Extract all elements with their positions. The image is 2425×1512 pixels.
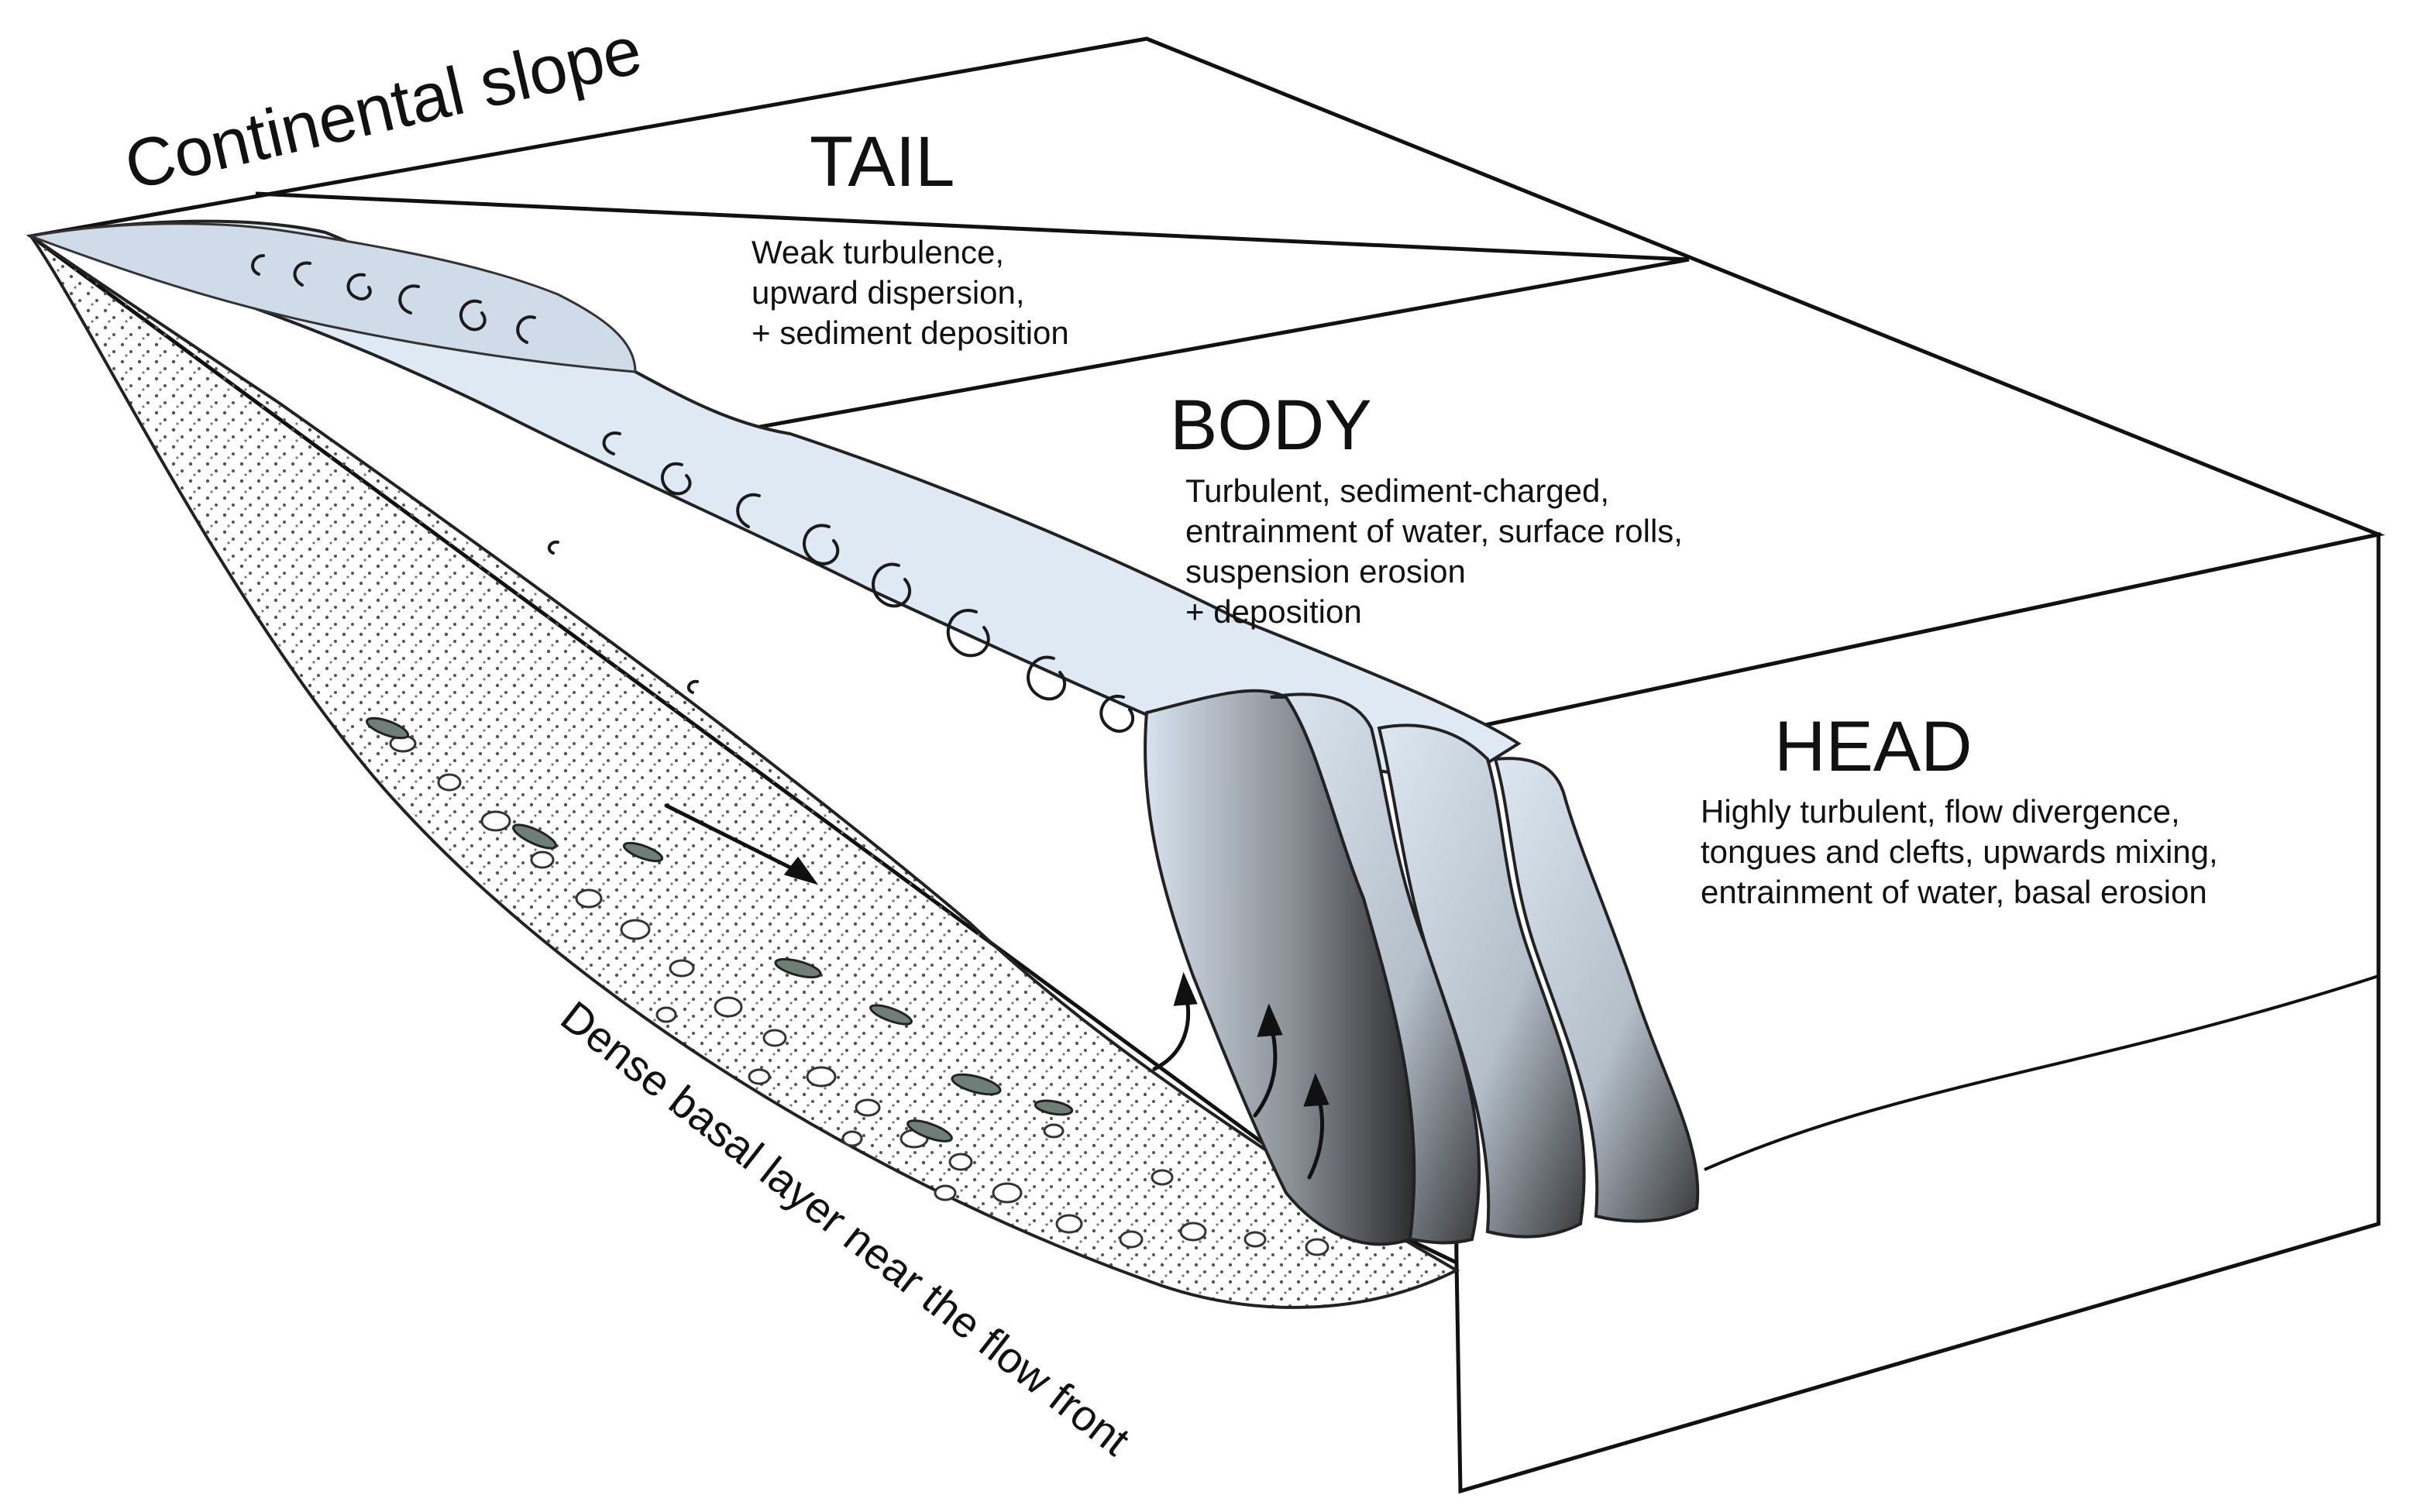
tail-title: TAIL [810,122,955,201]
upward-arrowhead-3 [1303,1073,1329,1107]
body-line-3: suspension erosion [1185,553,1466,589]
flow-arrows [664,803,1329,1180]
basal-clasts [366,716,1074,1143]
head-lobe-3 [1377,723,1586,1239]
body-head-divider [635,257,1690,452]
body-title: BODY [1170,386,1372,465]
body-line-1: Turbulent, sediment-charged, [1185,472,1609,509]
head-line-1: Highly turbulent, flow divergence, [1701,793,2180,830]
upward-arrowhead-2 [1257,1003,1283,1037]
right-face [1450,531,2381,1494]
upward-arrowhead-1 [1173,971,1198,1006]
body-line-2: entrainment of water, surface rolls, [1185,513,1683,549]
head-line-2: tongues and clefts, upwards mixing, [1701,833,2218,870]
tail-line-2: upward dispersion, [752,274,1025,311]
head-line-3: entrainment of water, basal erosion [1701,874,2207,910]
head-title: HEAD [1774,707,1973,786]
basal-pebbles [389,734,1329,1256]
head-lobe-2 [1270,692,1481,1245]
flow-head [1144,689,1700,1246]
flow-tail-top [26,222,637,373]
seafloor-line [1704,974,2379,1171]
downslope-arrow [664,803,808,878]
sediment-section [29,235,1460,1309]
body-line-4: + deposition [1185,593,1362,630]
tail-line-1: Weak turbulence, [752,234,1004,270]
eddy-swirls [251,254,1135,733]
head-lobe-4 [1493,757,1700,1223]
downslope-arrowhead [783,856,819,885]
tail-body-divider [255,191,1690,262]
tail-line-3: + sediment deposition [752,314,1069,351]
